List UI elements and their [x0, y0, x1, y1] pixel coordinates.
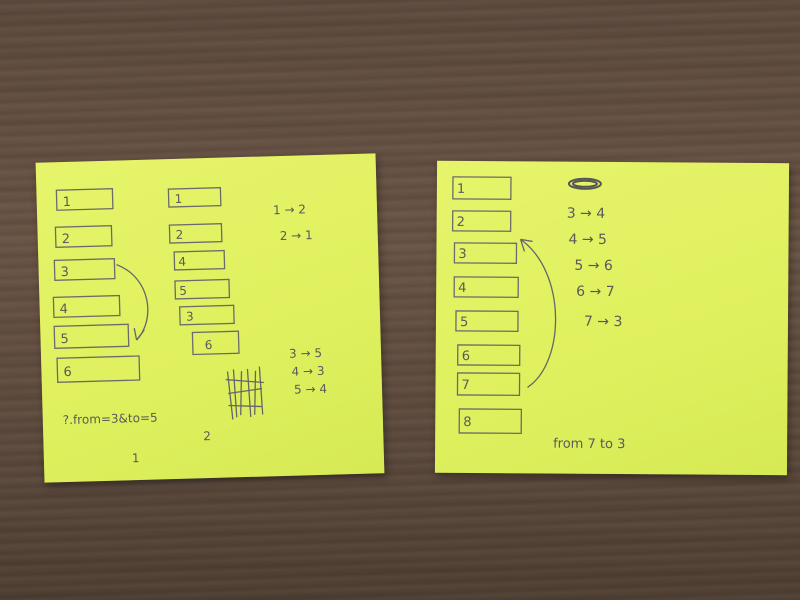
column-number: 2: [203, 429, 211, 443]
right-note-drawing: 1 2 3 4 5 6 7 8 3 → 4 4 → 5 5 → 6 6: [451, 176, 625, 453]
box-label: 4: [458, 281, 466, 296]
box-label: 4: [60, 302, 69, 317]
box-label: 8: [463, 415, 471, 430]
arrow-head: [133, 327, 145, 341]
curved-arrow: [116, 263, 149, 341]
query-note: ?.from=3&to=5: [63, 411, 158, 428]
box: [458, 408, 523, 435]
box-label: 1: [63, 195, 72, 210]
scribble-mark: [567, 177, 602, 190]
move-note: 3 → 5: [289, 346, 322, 361]
move-note: 3 → 4: [567, 206, 606, 222]
box-label: 3: [186, 309, 194, 323]
box: [455, 310, 519, 332]
box-label: 3: [60, 265, 69, 280]
left-column-2: 1 2 4 5 3 6: [167, 186, 240, 356]
box: [174, 278, 231, 300]
left-sticky-note: 1 2 3 4 5 6 1 2 4 5 3 6: [35, 153, 385, 483]
box-label: 6: [63, 365, 72, 380]
box-label: 5: [60, 332, 69, 347]
move-note: 5 → 4: [294, 382, 327, 397]
curved-arrow: [520, 238, 557, 388]
box: [453, 276, 519, 298]
move-note: 4 → 3: [291, 364, 324, 379]
box-label: 5: [179, 284, 187, 298]
right-column: 1 2 3 4 5 6 7 8: [451, 176, 523, 435]
move-note: 6 → 7: [576, 284, 615, 300]
box: [191, 330, 240, 356]
box: [56, 355, 141, 383]
box-label: 7: [461, 378, 469, 393]
swap-note: 1 → 2: [273, 202, 306, 217]
box-label: 6: [205, 338, 213, 352]
box: [179, 304, 235, 326]
arrow-head: [519, 238, 533, 252]
box: [168, 222, 223, 244]
box-label: 5: [460, 315, 468, 330]
box-label: 2: [62, 232, 71, 247]
caption-note: from 7 to 3: [553, 437, 625, 453]
box-label: 3: [458, 247, 466, 262]
box: [173, 249, 226, 271]
box: [54, 225, 113, 248]
left-note-drawing: 1 2 3 4 5 6 1 2 4 5 3 6: [52, 186, 327, 465]
box: [52, 294, 121, 319]
move-note: 5 → 6: [574, 258, 613, 274]
box-label: 1: [174, 192, 182, 206]
box-label: 1: [457, 182, 465, 197]
right-sticky-note: 1 2 3 4 5 6 7 8 3 → 4 4 → 5 5 → 6 6: [434, 160, 790, 476]
box: [55, 188, 114, 211]
scribble-mark: [225, 366, 264, 420]
box-label: 2: [175, 228, 183, 242]
box: [53, 323, 130, 350]
box: [167, 186, 222, 208]
box: [457, 344, 521, 367]
move-note: 7 → 3: [584, 314, 623, 330]
box-label: 2: [457, 215, 465, 230]
box-label: 6: [462, 349, 470, 364]
box: [452, 176, 512, 200]
swap-note: 2 → 1: [280, 228, 313, 243]
box: [451, 210, 512, 232]
column-number: 1: [132, 451, 140, 465]
box: [456, 372, 521, 397]
box: [453, 242, 518, 264]
left-column-1: 1 2 3 4 5 6: [52, 188, 141, 383]
box: [53, 257, 116, 281]
move-note: 4 → 5: [568, 232, 607, 248]
box-label: 4: [178, 255, 186, 269]
